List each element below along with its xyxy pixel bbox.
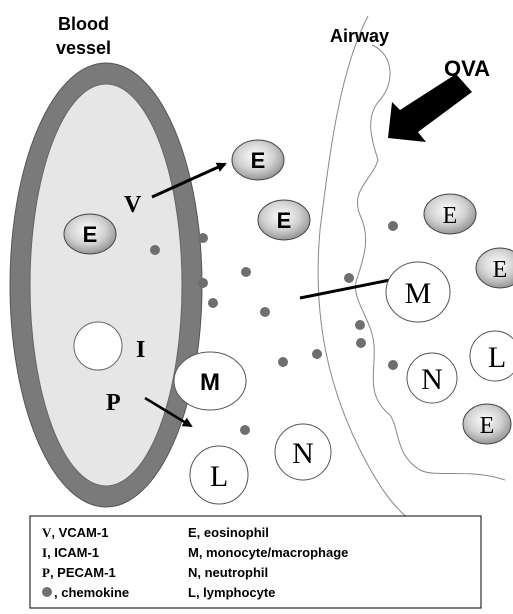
chemokine-dot [198, 233, 208, 243]
icam-label: I [136, 337, 145, 363]
eosinophil-airway-bottom: E [463, 404, 511, 444]
chemokine-dot [388, 221, 398, 231]
pecam-label: P [106, 390, 121, 416]
cell-letter: L [488, 341, 506, 374]
chemokine-dot [150, 245, 160, 255]
eosinophil-near-v: E [232, 140, 284, 180]
legend-monocyte: M, monocyte/macrophage [188, 545, 348, 560]
lymphocyte-airway: L [470, 331, 513, 381]
airway-label: Airway [330, 26, 389, 46]
cell-letter: L [210, 460, 228, 493]
legend-icam: I, ICAM-1 [42, 545, 99, 560]
cell-letter: E [493, 257, 508, 283]
lymphocyte-bottom: L [190, 446, 248, 504]
eosinophil-center: E [258, 200, 310, 240]
legend-chemokine-dot [42, 587, 52, 597]
chemokine-dot [388, 360, 398, 370]
cell-letter: E [443, 203, 458, 229]
blood-vessel-label-line1: Blood [58, 14, 109, 34]
ova-label: OVA [444, 56, 490, 81]
legend-vcam: V, VCAM-1 [42, 525, 108, 540]
legend: V, VCAM-1 I, ICAM-1 P, PECAM-1 , chemoki… [30, 516, 481, 608]
legend-pecam: P, PECAM-1 [42, 565, 116, 580]
chemokine-dot [312, 349, 322, 359]
cell-letter: E [277, 208, 292, 233]
eosinophil-airway-top: E [424, 194, 476, 234]
legend-neutrophil: N, neutrophil [188, 565, 268, 580]
chemokine-dot [241, 267, 251, 277]
cell-letter: M [200, 369, 220, 396]
eosinophil-in-vessel: E [64, 214, 116, 254]
chemokine-dot [278, 357, 288, 367]
eosinophil-airway-right-edge: E [476, 248, 513, 288]
chemokine-dot [344, 273, 354, 283]
chemokine-dot [355, 320, 365, 330]
chemokine-dot [208, 298, 218, 308]
cell-letter: N [421, 363, 443, 396]
monocyte-center: M [174, 352, 246, 410]
cell-letter: E [251, 148, 266, 173]
neutrophil-bottom: N [275, 424, 331, 480]
legend-eosinophil: E, eosinophil [188, 525, 269, 540]
chemokine-dot [260, 307, 270, 317]
blood-vessel-label-line2: vessel [56, 38, 111, 58]
cell-letter: E [83, 222, 98, 247]
ova-arrow [388, 74, 472, 142]
cell-letter: N [292, 437, 314, 470]
vcam-label: V [124, 192, 142, 218]
legend-lymphocyte: L, lymphocyte [188, 585, 275, 600]
blood-vessel [10, 63, 202, 507]
macrophage-airway: M [386, 262, 450, 322]
chemokine-dot [240, 425, 250, 435]
neutrophil-airway: N [407, 353, 457, 403]
cell-letter: E [480, 413, 495, 439]
icam-cell-circle [74, 322, 122, 370]
chemokine-dot [198, 278, 208, 288]
legend-chemokine: , chemokine [54, 585, 129, 600]
cell-letter: M [405, 277, 432, 310]
chemokine-dot [356, 338, 366, 348]
